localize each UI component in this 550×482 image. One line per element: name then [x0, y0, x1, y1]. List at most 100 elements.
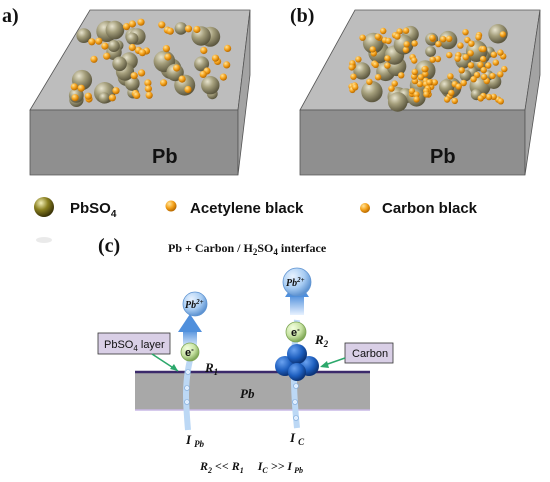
pb-ion-left-label: Pb2+ — [185, 298, 204, 311]
carbon-particle — [388, 85, 395, 92]
carbon-particle — [416, 80, 424, 88]
carbon-particle — [443, 96, 451, 103]
carbon-particle — [396, 28, 403, 35]
panel-a: a) Pb — [2, 5, 251, 176]
pb-ion-right-label: Pb2+ — [286, 276, 305, 289]
carbon-particle — [144, 79, 152, 87]
carbon-particle — [101, 42, 109, 50]
electron-right — [285, 321, 307, 343]
carbon-particle — [103, 52, 111, 60]
carbon-particle — [460, 79, 467, 87]
carbon-particle — [411, 57, 418, 64]
carbon-particle — [88, 38, 96, 46]
carbon-particle — [408, 88, 416, 95]
carbon-particle — [160, 79, 168, 87]
pbso4-particle — [201, 76, 220, 95]
path-dot — [293, 383, 299, 389]
particles-a — [68, 18, 232, 108]
carbon-particle — [422, 70, 429, 78]
carbon-particle — [497, 98, 504, 105]
carbon-particle — [84, 92, 92, 100]
pbso4-particle — [105, 20, 125, 40]
pbso4-layer-pointer-head — [170, 364, 178, 371]
carbon-particle — [429, 34, 436, 41]
path-dot — [185, 369, 191, 375]
carbon-particle — [372, 61, 379, 68]
carbon-particle — [451, 97, 458, 105]
carbon-particle — [467, 50, 474, 57]
pbso4-particle — [425, 46, 436, 57]
carbon-particle — [122, 23, 131, 31]
carbon-particle — [374, 33, 382, 40]
carbon-pointer-head — [320, 361, 329, 368]
carbon-particle — [158, 21, 166, 29]
panel-b: (b) Pb — [290, 5, 541, 176]
r1-label: R1 — [204, 360, 218, 377]
carbon-particle — [224, 44, 232, 53]
slab-b-front — [299, 109, 526, 176]
carbon-particle — [95, 37, 103, 45]
carbon-particle — [499, 31, 507, 38]
carbon-particle — [288, 363, 306, 381]
carbon-particle — [489, 72, 496, 80]
carbon-particle — [385, 37, 392, 45]
carbon-particle — [374, 74, 382, 81]
carbon-particle — [457, 42, 464, 49]
carbon-particle — [475, 34, 482, 41]
carbon-particle — [144, 85, 152, 93]
carbon-particle — [485, 93, 493, 101]
carbon-particle — [426, 79, 433, 86]
carbon-particle — [398, 72, 405, 79]
pbso4-particle — [126, 32, 139, 45]
carbon-particle — [440, 36, 447, 43]
carbon-particle — [359, 34, 366, 41]
pb-ion-right — [282, 267, 312, 297]
electron-left — [180, 342, 200, 362]
carbon-particle — [447, 73, 454, 80]
legend-pbso4-label: PbSO4 — [70, 200, 117, 220]
carbon-particle — [470, 76, 477, 83]
legend-pbso4-marker — [34, 197, 54, 217]
carbon-particle — [446, 51, 453, 59]
pbso4-particle — [107, 40, 120, 52]
carbon-particle — [352, 84, 359, 91]
pbso4-particle — [488, 24, 508, 44]
carbon-particle — [164, 53, 172, 61]
legend: PbSO4 Acetylene black Carbon black — [34, 197, 478, 243]
carbon-particle — [128, 20, 136, 28]
legend-shadow — [36, 237, 52, 243]
carbon-particle — [112, 87, 120, 95]
carbon-particle — [355, 56, 362, 63]
carbon-particle — [184, 25, 193, 33]
pbso4-layer-label: PbSO4 layer — [104, 339, 165, 353]
carbon-particle — [490, 51, 498, 58]
carbon-particle — [402, 27, 410, 34]
carbon-particle — [402, 46, 410, 53]
carbon-particle — [178, 75, 186, 83]
pb-ion-left — [182, 291, 208, 317]
carbon-particle — [429, 56, 436, 63]
carbon-particle — [348, 64, 355, 71]
carbon-particle — [485, 62, 492, 69]
current-path-pb — [183, 359, 193, 431]
carbon-particle — [130, 72, 138, 80]
pbso4-particle — [194, 56, 210, 72]
path-dot — [293, 415, 299, 421]
carbon-particle — [411, 68, 418, 76]
carbon-box — [344, 342, 394, 364]
carbon-particle — [448, 89, 455, 97]
slab-b-label: Pb — [430, 146, 456, 168]
carbon-particle — [145, 91, 153, 99]
carbon-particle — [219, 73, 227, 81]
pbso4-particle — [361, 80, 383, 103]
legend-carbon-black-marker — [360, 203, 370, 213]
pb-electrode — [135, 372, 370, 410]
carbon-particle — [480, 73, 488, 81]
pbso4-particle — [174, 22, 188, 35]
pbso4-layer-box — [97, 332, 171, 355]
carbon-particle — [468, 40, 475, 47]
carbon-particle — [138, 69, 146, 77]
carbon-particle — [492, 59, 499, 66]
